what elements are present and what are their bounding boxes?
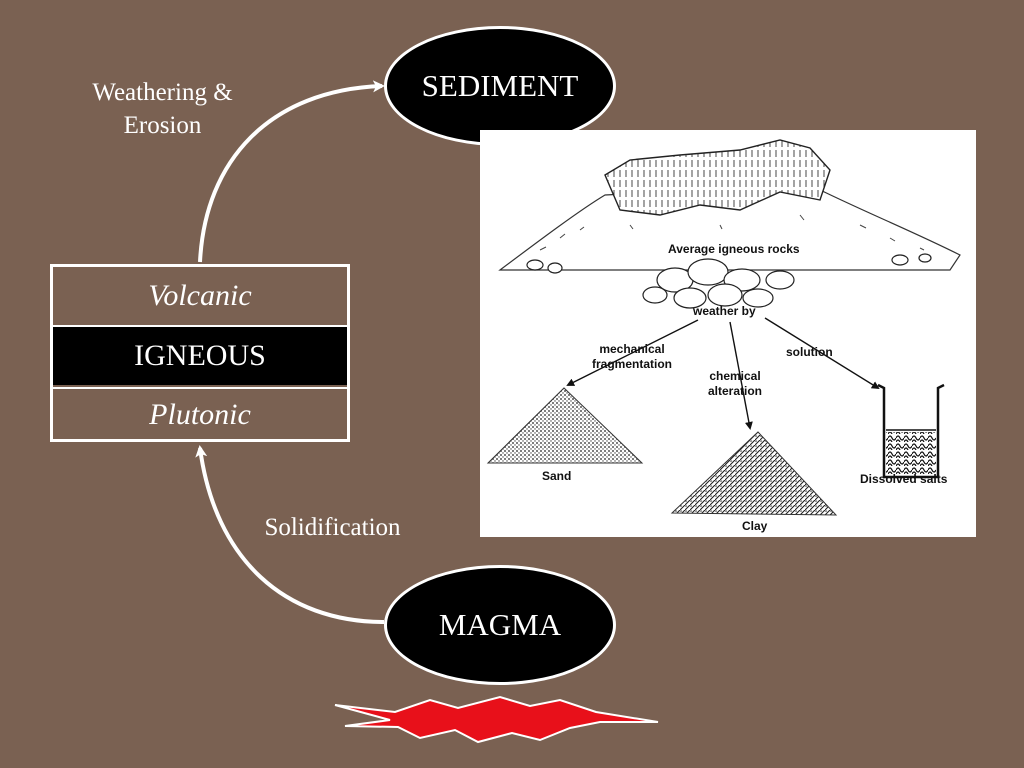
boulder-pile [526, 253, 932, 309]
fragmentation-arrow [566, 319, 699, 386]
mountain-cliff [604, 139, 831, 216]
weathering-label-line1: Weathering & [92, 79, 233, 106]
average-rocks-label: Average igneous rocks [668, 242, 800, 256]
volcanic-row: Volcanic [53, 267, 347, 327]
mountain-texture [539, 214, 925, 251]
igneous-label: IGNEOUS [134, 339, 266, 372]
weathering-label-line2: Erosion [123, 112, 202, 139]
solidification-arrow [195, 445, 385, 624]
mechanical-fragmentation-label: mechanical fragmentation [592, 342, 672, 372]
sediment-label: SEDIMENT [421, 68, 579, 103]
chemical-line2: alteration [708, 384, 763, 398]
beaker-icon [877, 383, 945, 479]
solution-label: solution [786, 345, 833, 359]
chemical-alteration-label: chemical alteration [708, 369, 762, 399]
igneous-row: IGNEOUS [53, 327, 347, 385]
mechanical-line1: mechanical [599, 342, 665, 356]
solution-arrow [764, 317, 880, 390]
magma-label: MAGMA [438, 607, 562, 642]
solidification-label: Solidification [264, 514, 401, 541]
dissolved-salts-fill [886, 432, 936, 475]
weather-by-label: weather by [693, 304, 756, 318]
weathering-sketch [486, 139, 961, 516]
weathering-erosion-label: Weathering & Erosion [70, 76, 255, 142]
plutonic-row: Plutonic [53, 387, 347, 441]
alteration-arrow [729, 321, 753, 430]
weathering-arrow [198, 80, 385, 263]
sediment-node: SEDIMENT [384, 26, 616, 146]
clay-pile [670, 431, 838, 516]
weathering-illustration: Average igneous rocks weather by mechani… [480, 130, 976, 537]
sand-pile [486, 387, 644, 464]
plutonic-label: Plutonic [149, 398, 251, 431]
sand-label: Sand [542, 469, 572, 483]
dissolved-salts-label: Dissolved salts [860, 472, 948, 486]
clay-label: Clay [742, 519, 768, 533]
mechanical-line2: fragmentation [592, 357, 673, 371]
igneous-box: Volcanic IGNEOUS Plutonic [50, 264, 350, 442]
chemical-line1: chemical [709, 369, 761, 383]
heat-burst-icon [334, 695, 659, 744]
magma-node: MAGMA [384, 565, 616, 685]
volcanic-label: Volcanic [148, 279, 252, 312]
